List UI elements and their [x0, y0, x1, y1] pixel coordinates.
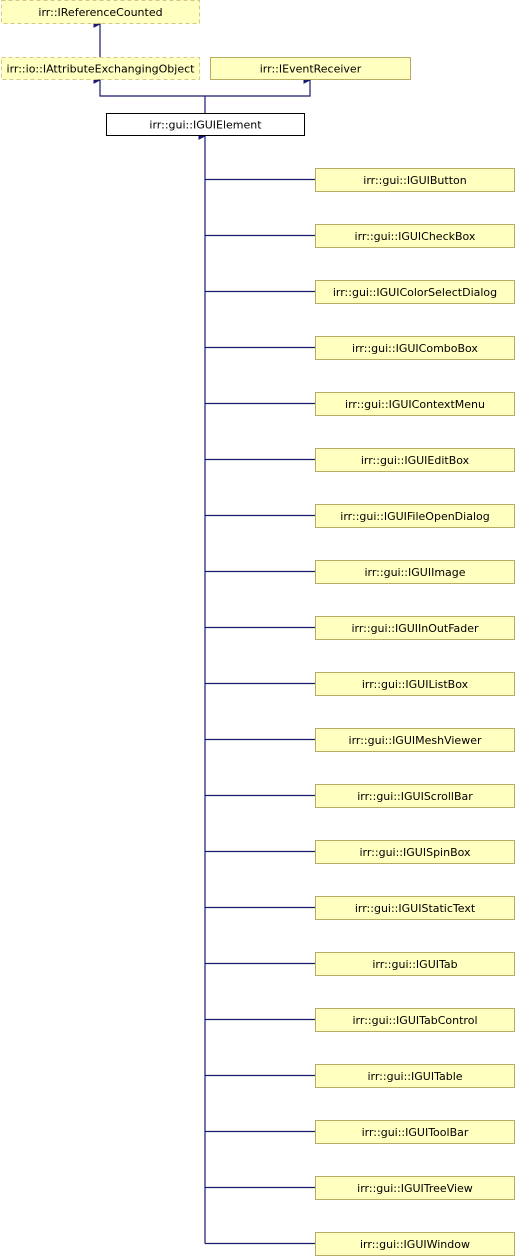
class-node-iguistatictext[interactable]: irr::gui::IGUIStaticText: [315, 896, 515, 920]
class-node-label: irr::gui::IGUISpinBox: [359, 846, 471, 859]
class-node-iguiwindow[interactable]: irr::gui::IGUIWindow: [315, 1232, 515, 1256]
class-node-label: irr::IReferenceCounted: [38, 6, 162, 19]
class-node-label: irr::gui::IGUIComboBox: [352, 342, 478, 355]
class-node-iguifileopendialog[interactable]: irr::gui::IGUIFileOpenDialog: [315, 504, 515, 528]
class-node-iguiimage[interactable]: irr::gui::IGUIImage: [315, 560, 515, 584]
class-node-label: irr::gui::IGUITable: [367, 1070, 462, 1083]
class-node-label: irr::gui::IGUITabControl: [353, 1014, 478, 1027]
class-node-label: irr::gui::IGUIInOutFader: [351, 622, 479, 635]
class-node-box: [1, 0, 200, 24]
class-node-label: irr::gui::IGUIContextMenu: [345, 398, 485, 411]
class-node-label: irr::gui::IGUIMeshViewer: [349, 734, 482, 747]
class-node-label: irr::gui::IGUIEditBox: [361, 454, 470, 467]
class-node-label: irr::gui::IGUIToolBar: [362, 1126, 469, 1139]
class-node-iattributeexchangingobject[interactable]: irr::io::IAttributeExchangingObject: [1, 57, 200, 80]
class-node-iguicombobox[interactable]: irr::gui::IGUIComboBox: [315, 336, 515, 360]
class-node-iguitreeview[interactable]: irr::gui::IGUITreeView: [315, 1176, 515, 1200]
class-node-iguielement[interactable]: irr::gui::IGUIElement: [106, 113, 305, 136]
class-node-iguispinbox[interactable]: irr::gui::IGUISpinBox: [315, 840, 515, 864]
class-node-iguibutton[interactable]: irr::gui::IGUIButton: [315, 168, 515, 192]
class-node-label: irr::gui::IGUIImage: [364, 566, 465, 579]
class-node-label: irr::gui::IGUIListBox: [362, 678, 469, 691]
class-node-label: irr::gui::IGUIColorSelectDialog: [333, 286, 497, 299]
class-node-iguicontextmenu[interactable]: irr::gui::IGUIContextMenu: [315, 392, 515, 416]
class-node-label: irr::gui::IGUIElement: [149, 119, 262, 132]
class-node-iguicheckbox[interactable]: irr::gui::IGUICheckBox: [315, 224, 515, 248]
class-node-label: irr::gui::IGUICheckBox: [355, 230, 476, 243]
class-node-iguiscrollbar[interactable]: irr::gui::IGUIScrollBar: [315, 784, 515, 808]
class-node-label: irr::gui::IGUITreeView: [357, 1182, 473, 1195]
class-node-iguitabcontrol[interactable]: irr::gui::IGUITabControl: [315, 1008, 515, 1032]
class-node-iguilistbox[interactable]: irr::gui::IGUIListBox: [315, 672, 515, 696]
edge-iguielement-to-iattributeexchangingobject: [100, 80, 205, 97]
class-node-box: [210, 57, 411, 80]
class-node-iguiinoutfader[interactable]: irr::gui::IGUIInOutFader: [315, 616, 515, 640]
class-node-label: irr::gui::IGUIButton: [363, 174, 466, 187]
class-node-iguitab[interactable]: irr::gui::IGUITab: [315, 952, 515, 976]
class-node-label: irr::IEventReceiver: [260, 63, 362, 76]
class-node-box: [106, 113, 305, 136]
class-node-label: irr::io::IAttributeExchangingObject: [7, 63, 196, 76]
class-node-iguieditbox[interactable]: irr::gui::IGUIEditBox: [315, 448, 515, 472]
class-node-iguitable[interactable]: irr::gui::IGUITable: [315, 1064, 515, 1088]
class-node-label: irr::gui::IGUIWindow: [360, 1238, 470, 1251]
class-node-ieventreceiver[interactable]: irr::IEventReceiver: [210, 57, 411, 80]
edge-iguielement-to-ieventreceiver: [205, 80, 310, 97]
class-node-label: irr::gui::IGUITab: [372, 958, 457, 971]
class-node-label: irr::gui::IGUIFileOpenDialog: [340, 510, 489, 523]
class-node-label: irr::gui::IGUIScrollBar: [357, 790, 473, 803]
class-node-iguimeshviewer[interactable]: irr::gui::IGUIMeshViewer: [315, 728, 515, 752]
edges-layer: [100, 24, 315, 1245]
class-node-iguitoolbar[interactable]: irr::gui::IGUIToolBar: [315, 1120, 515, 1144]
class-node-box: [1, 57, 200, 80]
class-node-label: irr::gui::IGUIStaticText: [355, 902, 476, 915]
class-node-iguicolorselectdialog[interactable]: irr::gui::IGUIColorSelectDialog: [315, 280, 515, 304]
class-node-ireferencecounted[interactable]: irr::IReferenceCounted: [1, 0, 200, 24]
